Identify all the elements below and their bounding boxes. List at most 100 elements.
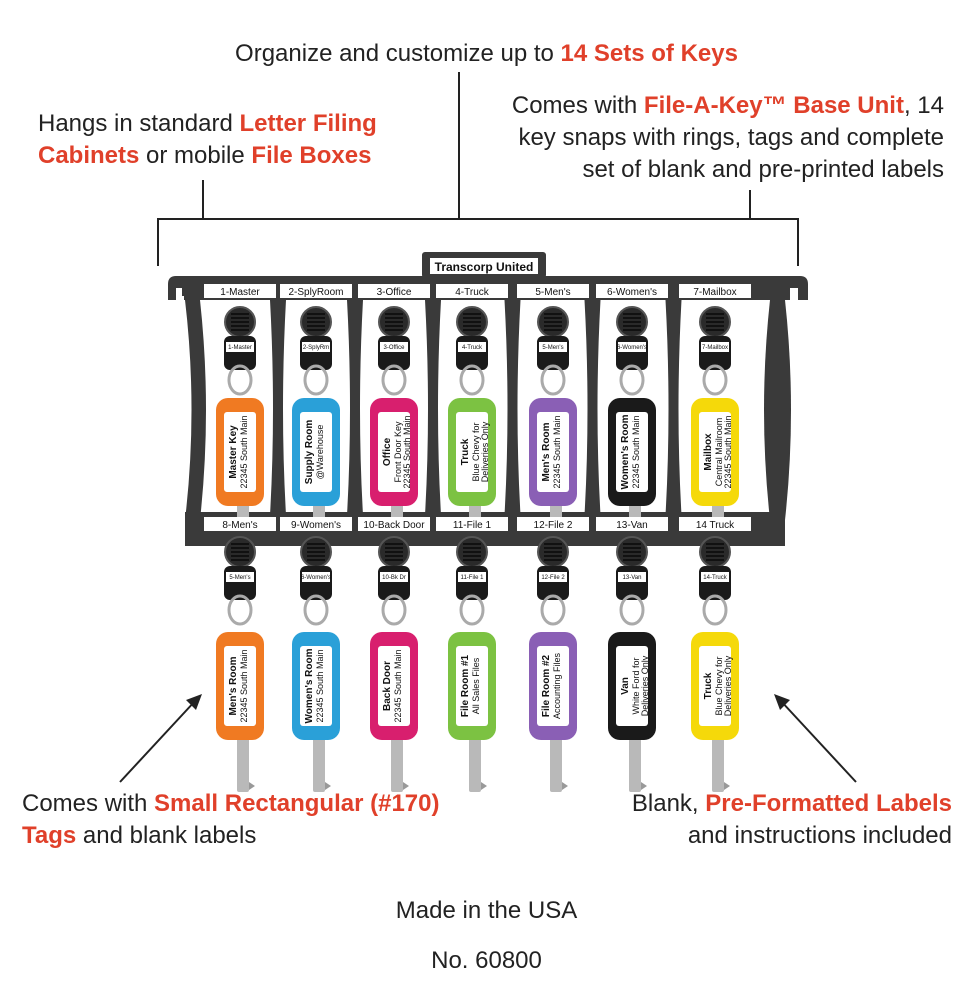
top-row-slot-label-bg [517, 284, 589, 298]
knob-grip [385, 559, 403, 561]
arrow-right-line [779, 699, 857, 783]
knob-grip [231, 321, 249, 323]
knob-grip [307, 555, 325, 557]
top-row-slot-label: 3-Office [377, 287, 412, 298]
bottom-row-tag-title: Men's Room [228, 656, 239, 715]
knob-grip [307, 317, 325, 319]
bottom-left-caption: Comes with Small Rectangular (#170) Tags… [22, 788, 442, 852]
top-row-mini-label: 1-Master [228, 345, 252, 351]
right-caption-post: , 14 [903, 92, 944, 119]
br-text: Blank, [631, 790, 706, 817]
knob-grip [463, 559, 481, 561]
bottom-row-mini-label: 10-Bk Dr [382, 575, 406, 581]
bottom-row-mini-label-bg [302, 572, 330, 582]
bottom-row-slot-label-bg [679, 517, 751, 531]
key-tooth [641, 782, 647, 790]
top-row-tag-sub: Central Mailroom [714, 418, 724, 487]
rack-divider [347, 300, 363, 515]
bracket-center-connector [458, 72, 460, 219]
knob-grip [385, 325, 403, 327]
rack-divider [270, 300, 286, 515]
bottom-row-tag-title: Truck [703, 672, 714, 699]
knob-grip [623, 551, 641, 553]
knob-grip [307, 325, 325, 327]
br-line2: and instructions included [687, 822, 952, 849]
top-row-slot-label-bg [280, 284, 352, 298]
knob-grip [307, 329, 325, 331]
knob-grip [706, 317, 724, 319]
top-row-slot-label: 4-Truck [455, 287, 490, 298]
knob-grip [544, 325, 562, 327]
bottom-row-mini-label-bg [458, 572, 486, 582]
bottom-row-slot-label-bg [517, 517, 589, 531]
knob-grip [706, 559, 724, 561]
bottom-row-mini-label-bg [226, 572, 254, 582]
arrow-left-head [186, 694, 202, 710]
key-tooth [403, 782, 409, 790]
knob-grip [544, 555, 562, 557]
knob-grip [623, 321, 641, 323]
knob-grip [706, 543, 724, 545]
knob-grip [623, 329, 641, 331]
top-row-key-ring [702, 364, 728, 396]
bottom-row-key-ring [540, 594, 566, 626]
top-row-slot-label: 1-Master [220, 287, 260, 298]
knob-grip [463, 317, 481, 319]
knob-grip [544, 547, 562, 549]
bottom-row-slot-label-bg [358, 517, 430, 531]
rack-divider [665, 300, 682, 515]
bracket-right-connector [749, 190, 751, 220]
top-row-tag-label [537, 412, 569, 492]
knob-grip [231, 313, 249, 315]
top-caption-text: Organize and customize up to [235, 40, 561, 67]
bl-hl2: Tags [22, 822, 77, 849]
rack-left-side [185, 300, 206, 520]
right-caption-text: Comes with [511, 92, 644, 119]
bottom-row-key-ring [303, 594, 329, 626]
br-hl: Pre-Formatted Labels [705, 790, 952, 817]
knob-grip [307, 559, 325, 561]
knob-grip [231, 325, 249, 327]
top-row-slot-label-bg [596, 284, 668, 298]
bottom-row-mini-label-bg [618, 572, 646, 582]
bottom-row-tag-label [224, 646, 256, 726]
bottom-row-slot-label: 11-File 1 [453, 520, 492, 531]
bottom-row-slot-label-bg [280, 517, 352, 531]
knob-grip [307, 321, 325, 323]
knob-grip [623, 555, 641, 557]
rack-divider [425, 300, 441, 515]
top-row-tag-title: Supply Room [304, 420, 315, 485]
right-caption: Comes with File-A-Key™ Base Unit, 14 key… [470, 90, 944, 186]
top-row-tag-title: Office [382, 437, 393, 466]
bottom-row-mini-label: 5-Men's [229, 575, 250, 581]
key-tooth [249, 782, 255, 790]
bottom-row-slot-label: 9-Women's [291, 520, 341, 531]
knob-grip [385, 551, 403, 553]
right-caption-line3: set of blank and pre-printed labels [582, 156, 944, 183]
knob-grip [463, 325, 481, 327]
rack-divider [504, 300, 521, 515]
bottom-row-tag-sub: All Sales Files [471, 657, 481, 714]
knob-grip [544, 551, 562, 553]
bottom-row-tag-sub: White Ford for [631, 657, 641, 714]
bottom-row-tag-sub: 22345 South Main [393, 649, 403, 722]
top-caption: Organize and customize up to 14 Sets of … [0, 38, 973, 70]
bottom-row-tag-label [616, 646, 648, 726]
bracket-left-connector [202, 180, 204, 220]
knob-grip [544, 313, 562, 315]
top-row-tag-title: Women's Room [620, 414, 631, 489]
knob-grip [623, 325, 641, 327]
knob-grip [385, 543, 403, 545]
bottom-row-key-ring [702, 594, 728, 626]
bottom-row-tag-sub2: Deliveries Only [723, 655, 733, 716]
top-row-tag-label [616, 412, 648, 492]
knob-grip [231, 555, 249, 557]
bottom-row-slot-label: 14 Truck [696, 520, 735, 531]
bottom-row-mini-label: 6-Women's [301, 575, 331, 581]
bl-text: Comes with [22, 790, 155, 817]
bl-hl1: Small Rectangular (#170) [154, 790, 440, 817]
knob-grip [544, 317, 562, 319]
